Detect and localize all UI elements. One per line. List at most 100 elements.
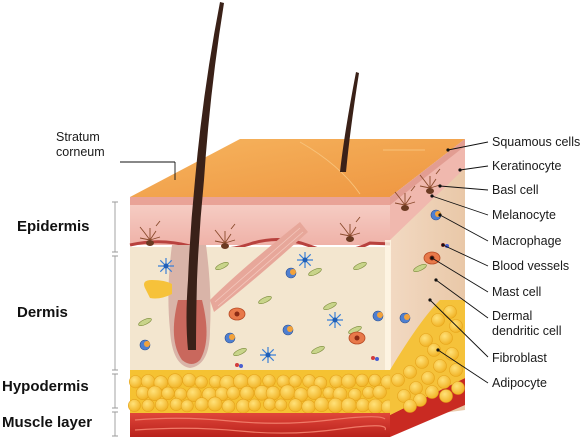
adipocyte	[169, 397, 183, 411]
adipocyte	[263, 397, 276, 411]
layer-brackets	[112, 201, 118, 437]
adipocyte	[288, 398, 303, 413]
adipocyte	[194, 375, 208, 389]
blood-cell	[235, 363, 239, 367]
layer-label-dermis: Dermis	[17, 304, 68, 321]
adipocyte	[340, 397, 357, 414]
adipocyte	[413, 393, 427, 407]
fibroblast	[413, 263, 427, 273]
dermal-dendritic-cell-core	[265, 352, 271, 358]
fibroblast	[353, 261, 367, 271]
adipocyte	[327, 397, 344, 414]
adipocyte	[186, 386, 202, 402]
adipocyte	[167, 373, 183, 389]
melanocyte-body	[401, 205, 409, 211]
label-stratum-corneum: Stratum corneum	[56, 130, 105, 159]
adipocyte	[306, 384, 322, 400]
adipocyte	[129, 375, 143, 389]
macrophage-core	[404, 314, 410, 320]
adipocyte	[372, 385, 387, 400]
leader-fibroblast	[429, 299, 489, 358]
melanocyte	[214, 223, 236, 244]
label-dermal-dendritic-cell: Dermal dendritic cell	[492, 309, 562, 338]
fibroblast	[311, 345, 325, 355]
melanocyte	[394, 185, 416, 206]
melanocyte-group	[139, 168, 441, 249]
adipocyte	[449, 363, 463, 377]
adipocyte	[421, 371, 435, 385]
label-keratinocyte: Keratinocyte	[492, 159, 562, 173]
melanocyte-body	[221, 243, 229, 249]
leader-dot	[430, 194, 434, 198]
blood-cell	[371, 356, 375, 360]
adipocyte	[427, 343, 441, 357]
leader-dot	[446, 148, 450, 152]
fibroblast	[258, 295, 272, 305]
leader-keratinocyte	[459, 165, 489, 171]
adipocyte	[194, 397, 209, 412]
mast-cell-nucleus	[354, 335, 360, 341]
label-mast-cell: Mast cell	[492, 285, 542, 299]
arrector-pili-muscle	[210, 222, 308, 312]
leader-dot	[458, 168, 462, 172]
fibroblast	[308, 267, 322, 277]
macrophage-core	[287, 326, 293, 332]
fibroblast	[233, 347, 247, 357]
adipocyte	[235, 398, 251, 414]
adipocyte	[451, 381, 465, 395]
adipocyte	[248, 398, 261, 412]
leader-dot	[438, 184, 442, 188]
adipocyte	[127, 399, 141, 412]
adipocyte	[355, 373, 369, 388]
label-adipocyte: Adipocyte	[492, 376, 547, 390]
adipocyte	[368, 373, 382, 387]
adipocyte	[161, 386, 175, 400]
adipocyte	[391, 373, 405, 387]
leader-blood-vessels	[442, 244, 489, 267]
blood-cell	[375, 357, 379, 361]
fibroblast	[323, 301, 337, 311]
adipocyte	[397, 389, 411, 403]
adipocyte	[425, 385, 439, 399]
adipocyte	[445, 347, 459, 361]
adipocyte	[239, 385, 255, 401]
adipocyte	[262, 374, 276, 388]
adipocyte	[247, 374, 262, 389]
macrophage-core	[290, 269, 296, 275]
dermal-dendritic-cell-core	[302, 257, 308, 263]
layer-label-muscle: Muscle layer	[2, 414, 93, 431]
melanocyte	[139, 220, 161, 241]
leader-basal-cell	[439, 185, 489, 191]
macrophage-core	[377, 312, 383, 318]
dermal-dendritic-cell	[260, 347, 276, 363]
layer-label-hypodermis: Hypodermis	[2, 378, 89, 395]
adipocyte	[431, 313, 445, 327]
label-blood-vessels: Blood vessels	[492, 259, 570, 273]
leader-dermal-dendritic-cell	[435, 279, 489, 319]
adipocyte	[226, 386, 240, 400]
dermal-dendritic-cell-core	[332, 317, 338, 323]
leader-dot	[436, 348, 440, 352]
melanocyte	[339, 216, 361, 237]
leader-stratum-corneum	[120, 161, 176, 180]
label-fibroblast: Fibroblast	[492, 351, 547, 365]
adipocyte	[419, 333, 433, 347]
melanocyte-body	[146, 240, 154, 246]
label-macrophage: Macrophage	[492, 234, 562, 248]
label-squamous-cells: Squamous cells	[492, 135, 581, 149]
mast-cell-nucleus	[234, 311, 240, 317]
label-basal-cell: Basl cell	[492, 183, 539, 197]
macrophage-core	[229, 334, 235, 340]
adipocyte	[182, 373, 197, 388]
adipocyte-side-cluster	[391, 305, 465, 413]
fibroblast	[138, 317, 152, 327]
adipocyte	[301, 399, 316, 414]
muscle-layer	[130, 413, 390, 437]
dermis-cells	[138, 209, 449, 368]
adipocyte	[367, 398, 384, 415]
adipocyte	[221, 399, 236, 414]
adipocyte	[180, 399, 194, 413]
leader-dot	[428, 298, 432, 302]
